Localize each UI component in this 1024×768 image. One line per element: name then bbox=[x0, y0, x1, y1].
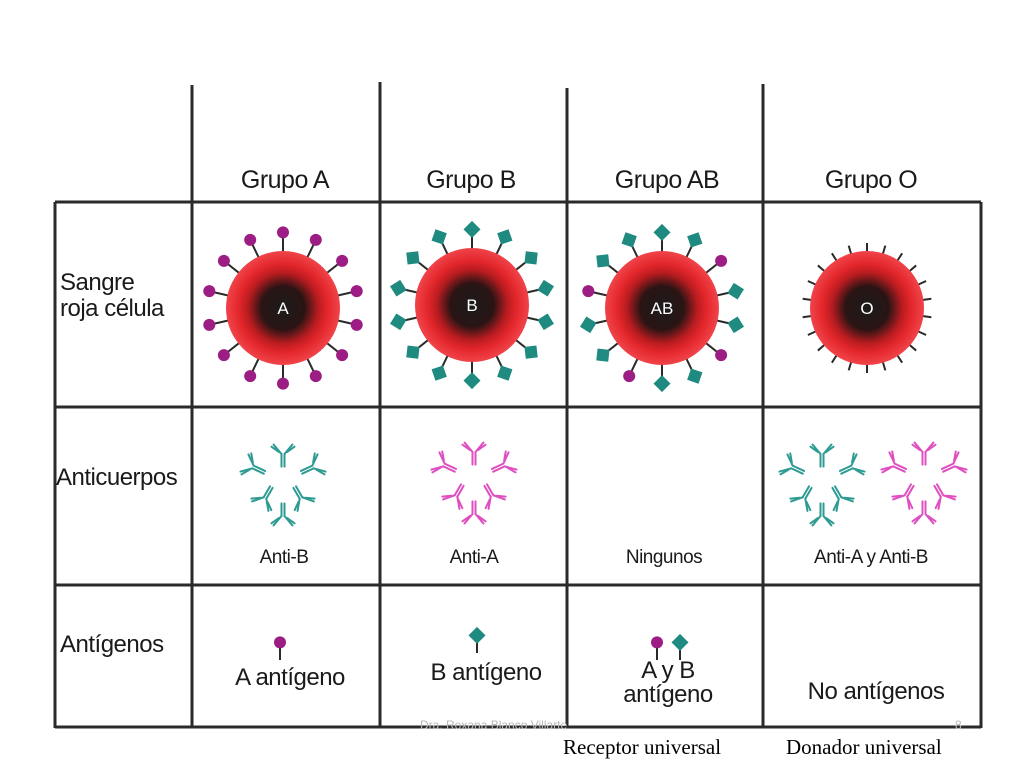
red-blood-cell-a: A bbox=[203, 226, 363, 390]
antigen-label-ab: A y B antígeno bbox=[623, 657, 713, 708]
footer-author: Dra. Roxana Blanco Villarte bbox=[420, 718, 568, 732]
header-grupo-ab: Grupo AB bbox=[614, 166, 720, 194]
cell-label: AB bbox=[651, 299, 674, 318]
row-label-antigens: Antígenos bbox=[60, 631, 164, 658]
antigen-label-b: B antígeno bbox=[430, 659, 542, 686]
row-label-antibodies: Anticuerpos bbox=[56, 464, 178, 491]
antigen-icon-a bbox=[274, 636, 286, 660]
cell-label: O bbox=[860, 299, 873, 318]
antibody-cluster-anti-b bbox=[239, 443, 327, 527]
red-blood-cell-b: B bbox=[390, 220, 554, 390]
antibody-label-a: Anti-B bbox=[259, 547, 309, 568]
header-grupo-b: Grupo B bbox=[426, 166, 516, 194]
antibody-label-b: Anti-A bbox=[449, 547, 499, 568]
antigen-icon-ab-a bbox=[651, 636, 663, 660]
cell-label: A bbox=[277, 299, 289, 318]
antigen-icon-b bbox=[468, 626, 486, 653]
antigen-label-a: A antígeno bbox=[235, 664, 345, 691]
header-grupo-a: Grupo A bbox=[240, 166, 330, 194]
antibody-label-ab: Ningunos bbox=[625, 547, 703, 568]
antigen-icons bbox=[274, 626, 689, 660]
antibody-cluster-anti-b-o bbox=[778, 443, 866, 527]
footer-page-number: 8 bbox=[955, 718, 962, 732]
row-label-red-cells: Sangre roja célula bbox=[60, 269, 164, 322]
red-blood-cell-o: O bbox=[802, 243, 932, 373]
caption-receptor-universal: Receptor universal bbox=[563, 735, 722, 759]
antibody-icons bbox=[239, 441, 968, 527]
red-blood-cell-ab: AB bbox=[580, 223, 744, 393]
cell-label: B bbox=[466, 296, 477, 315]
header-grupo-o: Grupo O bbox=[824, 166, 918, 194]
caption-donador-universal: Donador universal bbox=[786, 735, 942, 759]
antibody-cluster-anti-a-o bbox=[880, 441, 968, 525]
antibody-label-o: Anti-A y Anti-B bbox=[814, 547, 928, 568]
antigen-icon-ab-b bbox=[671, 633, 689, 660]
antigen-label-o: No antígenos bbox=[807, 678, 945, 705]
antibody-cluster-anti-a bbox=[430, 441, 518, 525]
table-grid-lines bbox=[53, 82, 983, 729]
